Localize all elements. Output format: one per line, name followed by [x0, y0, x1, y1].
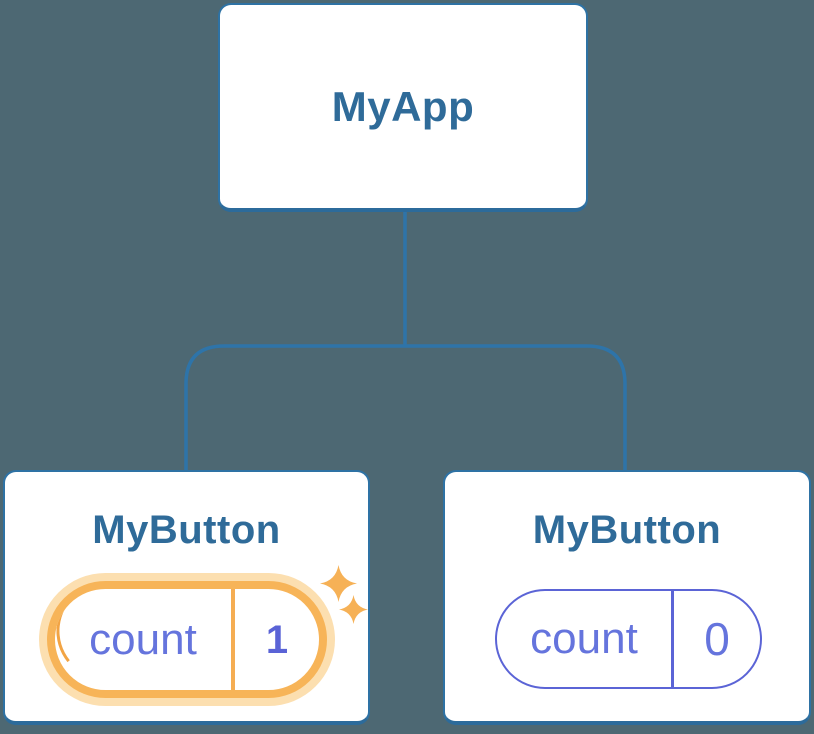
- state-pill-highlighted: count 1: [39, 573, 335, 706]
- node-myapp: MyApp: [218, 3, 588, 212]
- state-pill: count 0: [495, 589, 762, 689]
- state-key: count: [89, 614, 197, 664]
- state-pill-body: count 1: [47, 581, 327, 698]
- node-label: MyApp: [331, 82, 475, 130]
- state-value: 1: [265, 617, 289, 662]
- pill-divider: [231, 589, 235, 690]
- sparkle-icon: [339, 595, 368, 624]
- sparkle-icon: [320, 565, 357, 602]
- state-value: 0: [704, 613, 730, 665]
- node-label: MyButton: [532, 508, 722, 552]
- state-key: count: [530, 614, 638, 663]
- pill-divider: [671, 591, 674, 687]
- node-mybutton-left: MyButton count 1: [3, 470, 370, 725]
- connector-bracket: [184, 344, 627, 472]
- node-mybutton-right: MyButton count 0: [443, 470, 811, 725]
- node-label: MyButton: [92, 508, 281, 552]
